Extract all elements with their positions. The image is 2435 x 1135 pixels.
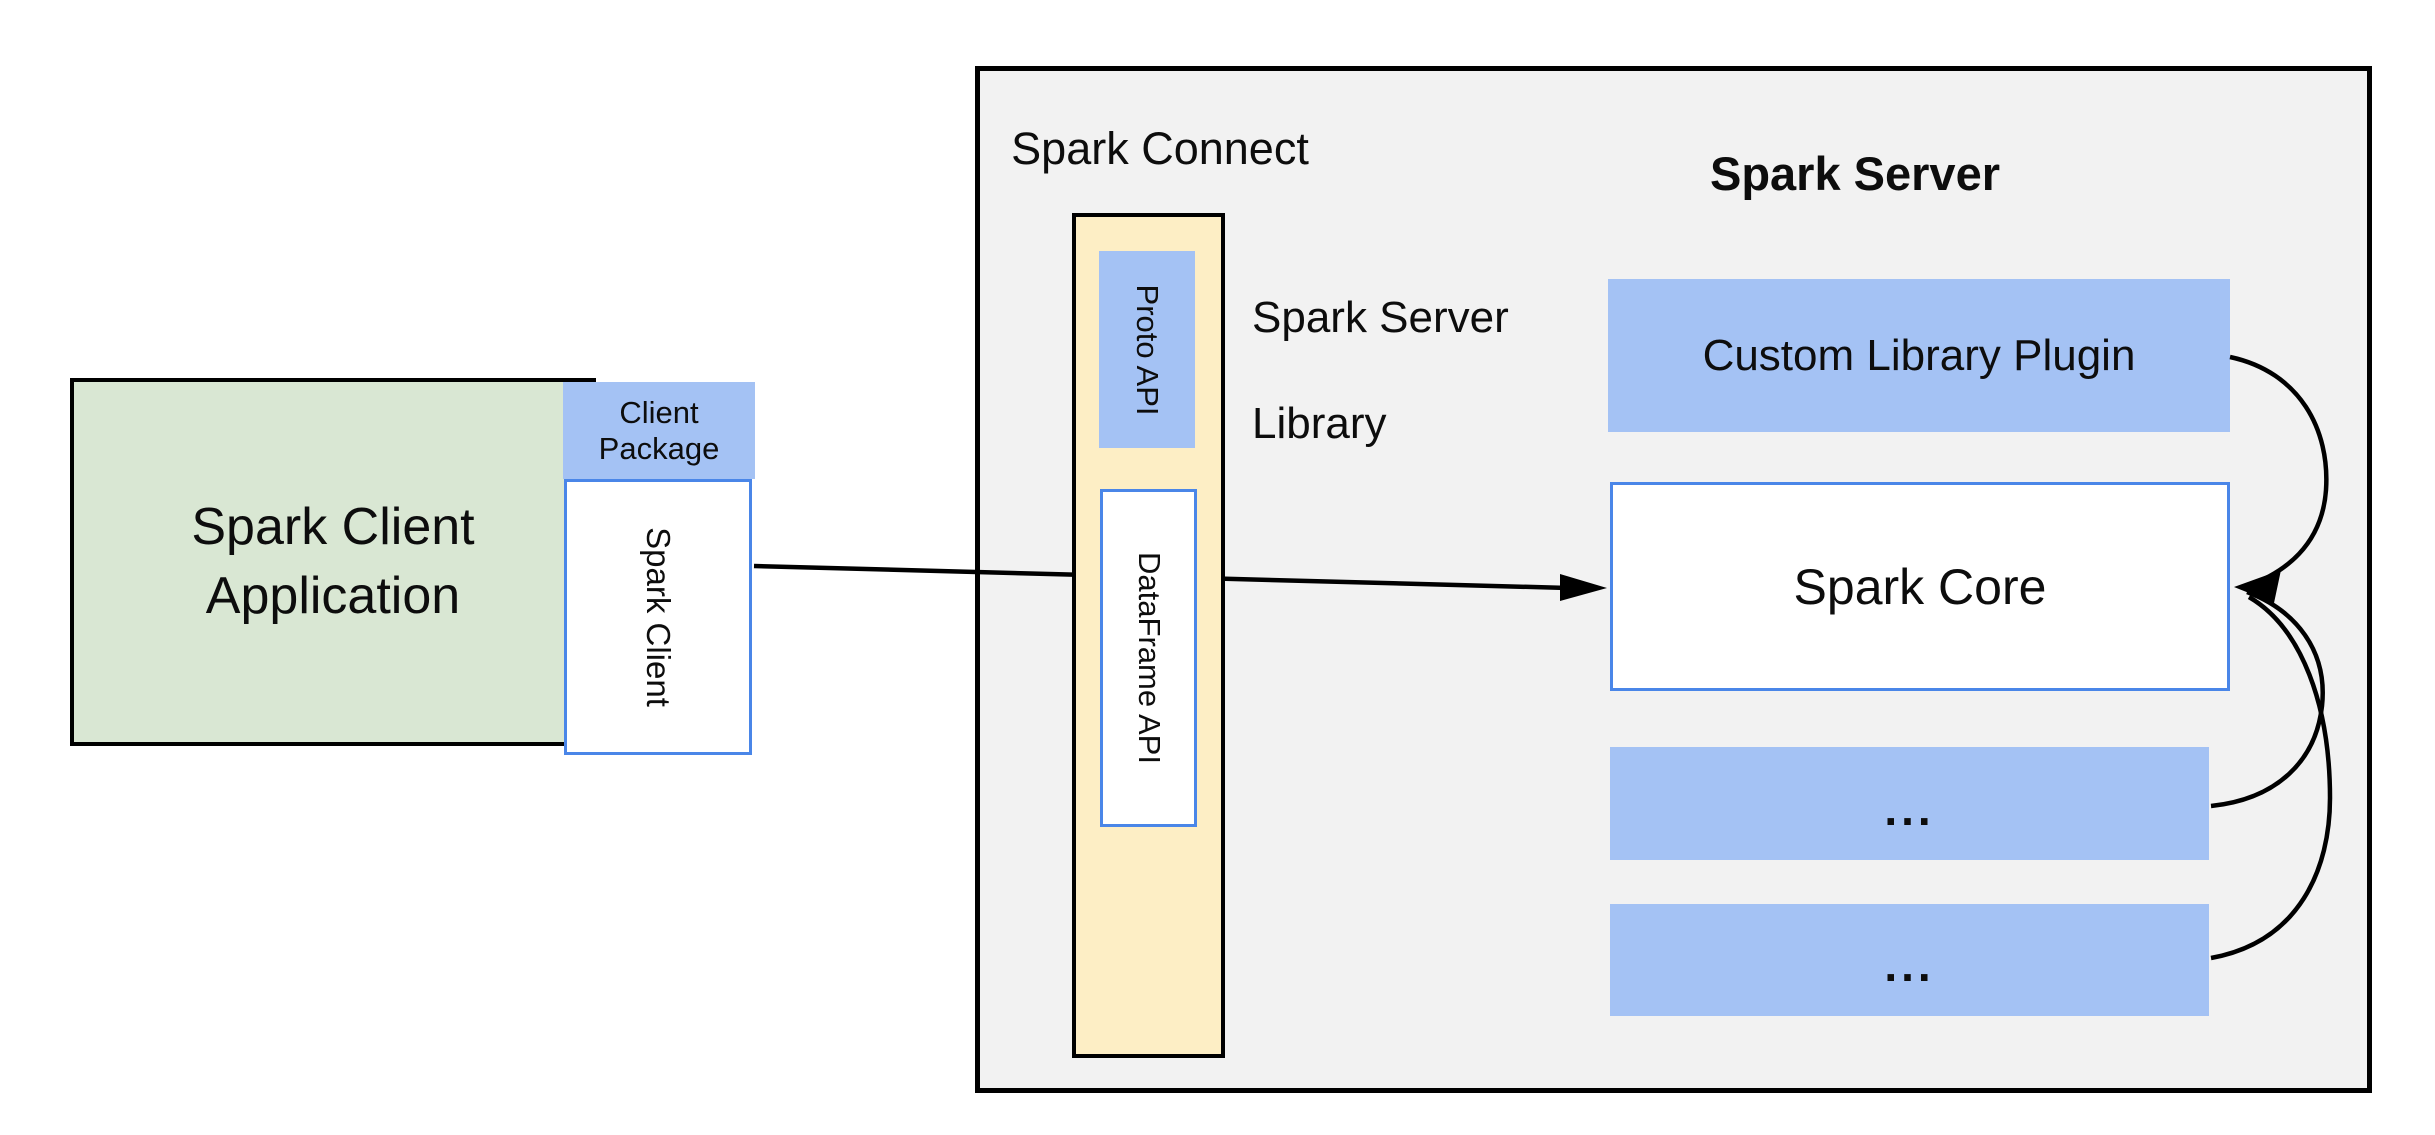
plugin-slot-2-node: ... <box>1610 904 2209 1016</box>
spark-server-library-line1: Spark Server <box>1252 293 1509 342</box>
spark-client-application-node: Spark Client Application <box>70 378 596 746</box>
dataframe-api-label: DataFrame API <box>1131 552 1167 764</box>
spark-server-library-label: Spark Server Library <box>1252 238 1672 503</box>
proto-api-label: Proto API <box>1130 284 1165 415</box>
custom-library-plugin-label: Custom Library Plugin <box>1702 330 2136 380</box>
spark-client-label: Spark Client <box>640 527 677 707</box>
plugin-slot-1-label: ... <box>1884 782 1935 835</box>
client-package-node: Client Package <box>563 382 755 479</box>
spark-server-library-line2: Library <box>1252 399 1387 448</box>
spark-client-node: Spark Client <box>564 479 752 755</box>
spark-core-label: Spark Core <box>1793 558 2047 615</box>
spark-server-title-text: Spark Server <box>1709 147 2001 200</box>
spark-server-title: Spark Server <box>1655 96 2055 200</box>
custom-library-plugin-node: Custom Library Plugin <box>1608 279 2230 432</box>
dataframe-api-node: DataFrame API <box>1100 489 1197 827</box>
spark-connect-api-line1: Spark Connect <box>1011 123 1309 174</box>
proto-api-node: Proto API <box>1099 251 1195 448</box>
plugin-slot-2-label: ... <box>1884 939 1935 991</box>
spark-core-node: Spark Core <box>1610 482 2230 691</box>
client-package-line1: Client <box>619 394 699 430</box>
spark-client-application-line1: Spark Client <box>191 498 475 556</box>
client-package-line2: Package <box>598 430 720 466</box>
spark-client-application-line2: Application <box>205 567 461 625</box>
plugin-slot-1-node: ... <box>1610 747 2209 860</box>
